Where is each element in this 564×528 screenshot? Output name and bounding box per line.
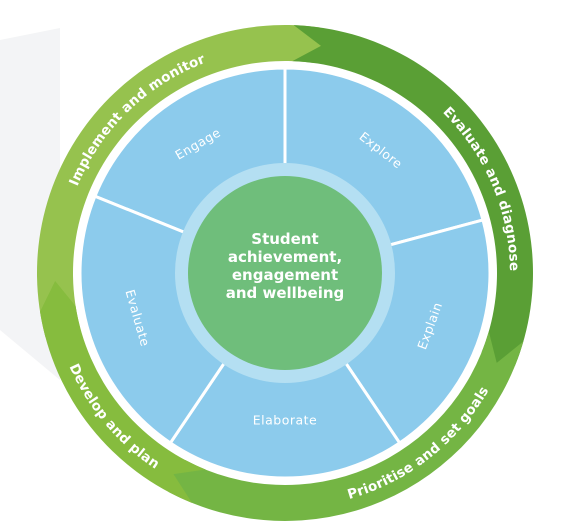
center-title-line-1: Student xyxy=(251,230,318,248)
stage-arc-implement-and-monitor xyxy=(36,24,345,338)
stage-arc-develop-and-plan xyxy=(40,281,206,503)
stage-arc-evaluate-and-diagnose xyxy=(292,25,533,385)
center-title-line-4: and wellbeing xyxy=(226,284,345,302)
outer-ring xyxy=(36,24,533,521)
center-title-line-2: achievement, xyxy=(228,248,342,266)
center-circle xyxy=(188,176,382,370)
center-title-line-3: engagement xyxy=(232,266,338,284)
segment-label-elaborate: Elaborate xyxy=(253,413,318,428)
